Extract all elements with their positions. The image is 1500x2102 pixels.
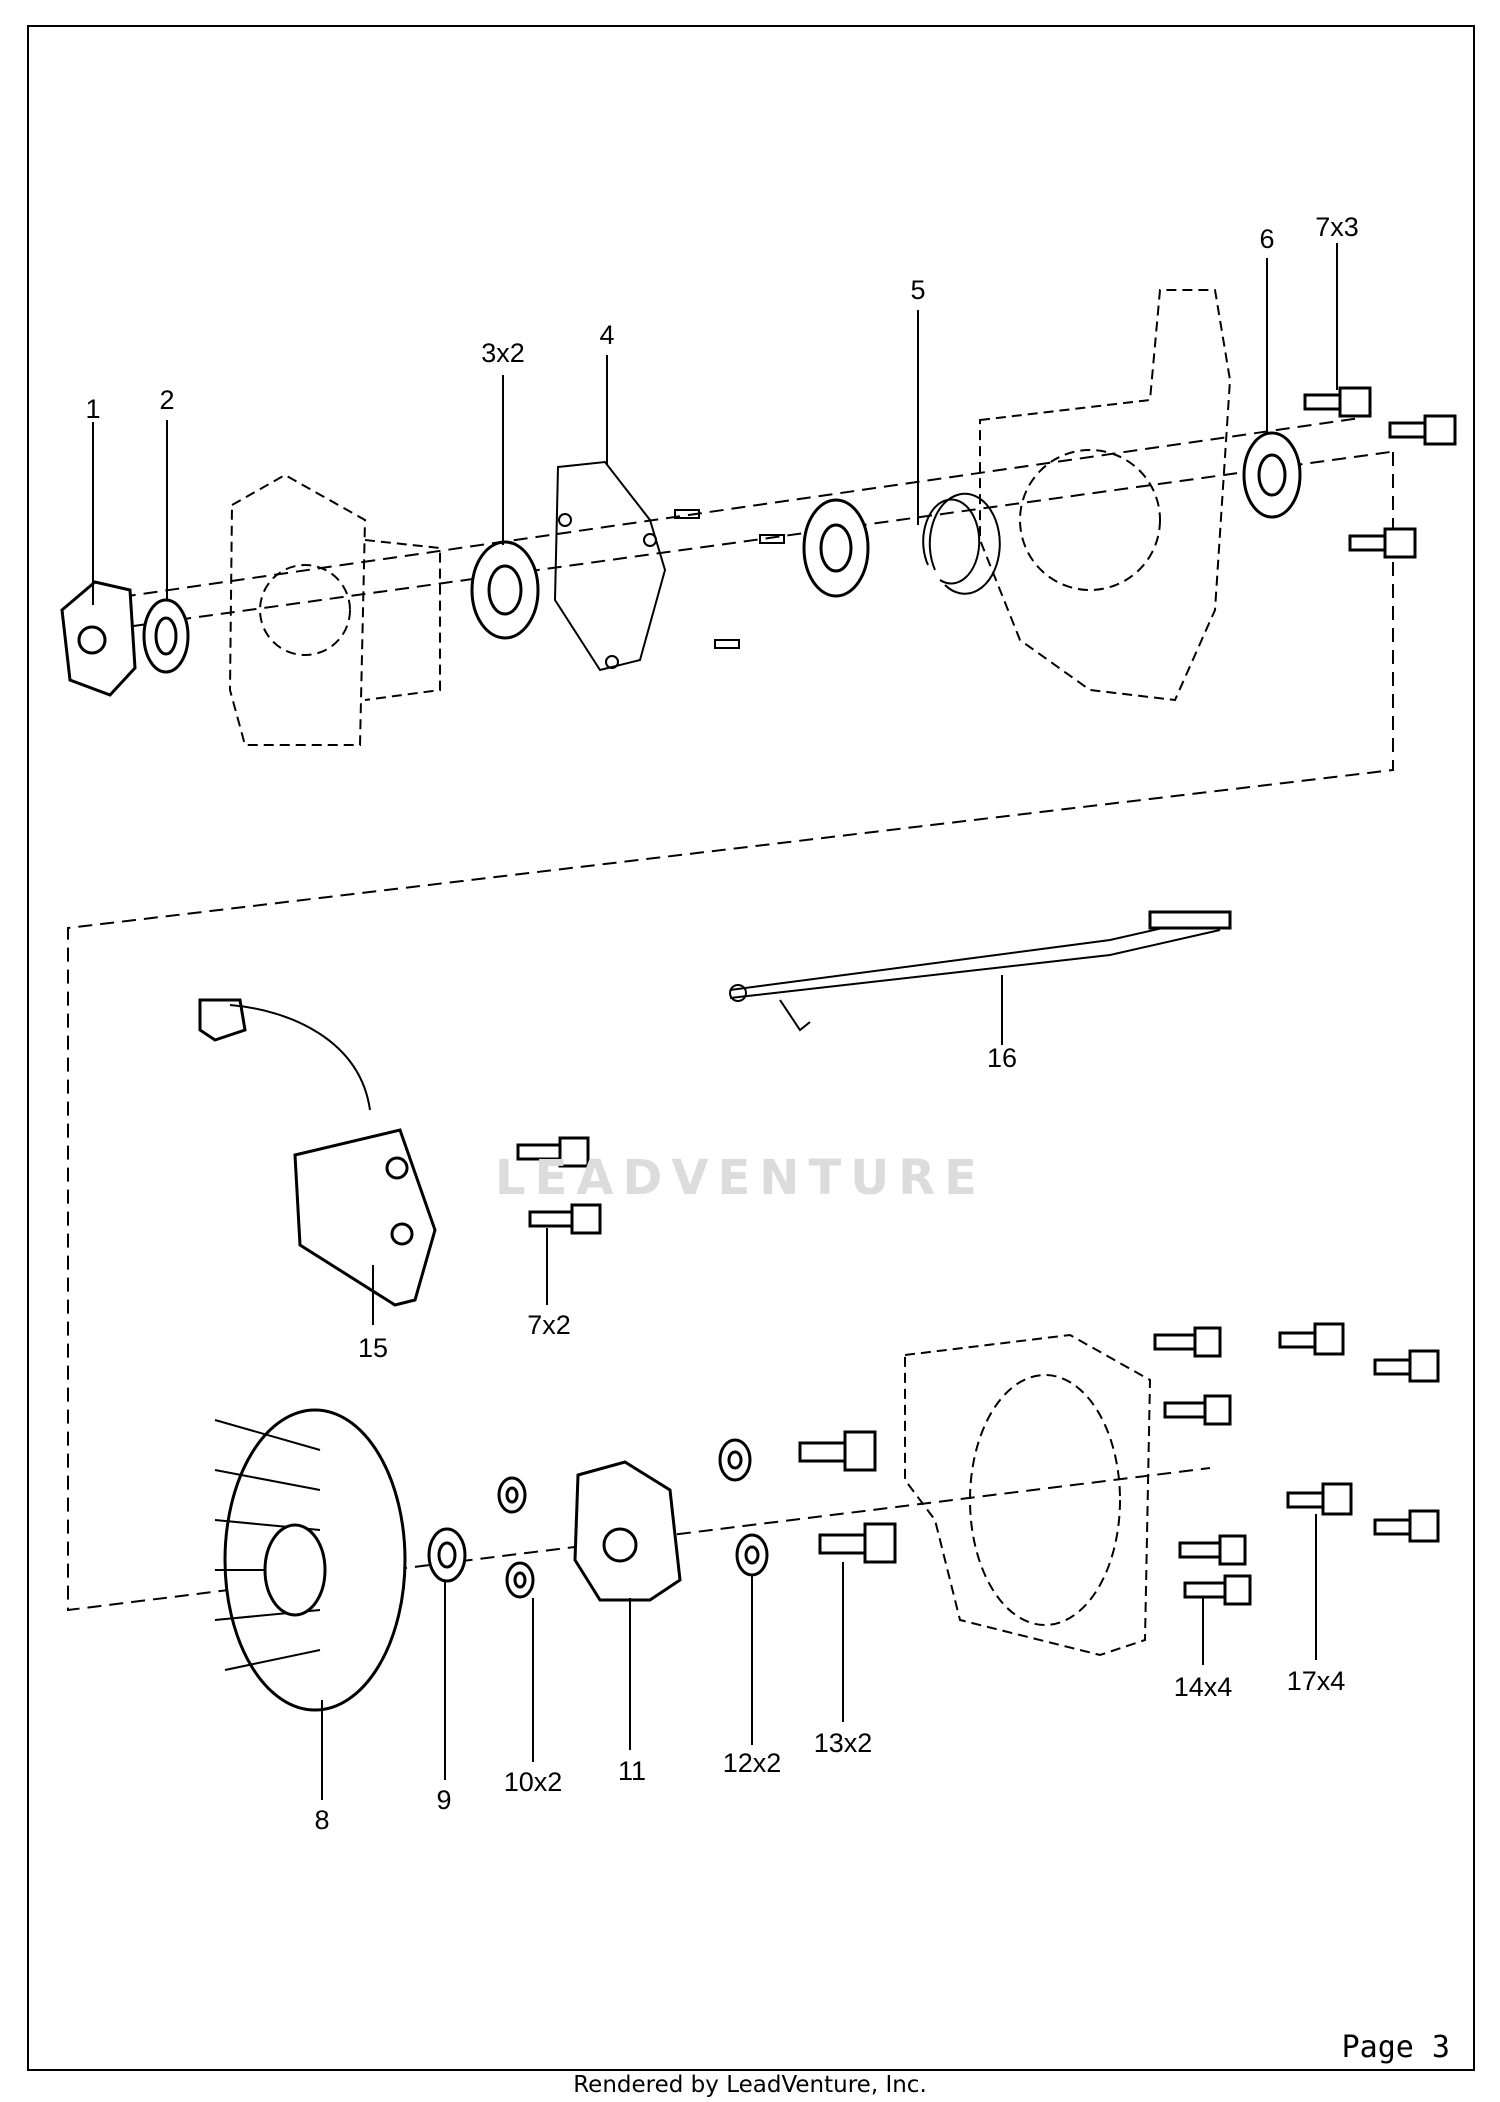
label-part-1: 1 <box>85 394 101 424</box>
part-13-bolts <box>798 1430 897 1564</box>
label-part-8: 8 <box>314 1805 330 1835</box>
axis-line-upper-2 <box>99 417 1361 601</box>
part-6-seal <box>1242 431 1302 519</box>
part-15-ignition-coil <box>198 998 437 1307</box>
label-part-9: 9 <box>436 1785 452 1815</box>
footer-credit: Rendered by LeadVenture, Inc. <box>573 2072 927 2098</box>
part-7-screws-top <box>1303 386 1457 559</box>
part-bearing-mid <box>802 498 870 598</box>
part-12-washers <box>718 1438 769 1577</box>
label-part-11: 11 <box>617 1756 647 1786</box>
label-part-3: 3x2 <box>481 338 525 368</box>
label-part-10: 10x2 <box>503 1767 563 1797</box>
label-part-14: 14x4 <box>1173 1672 1233 1702</box>
page-number: Page 3 <box>1341 2030 1450 2065</box>
watermark: LEADVENTURE <box>495 1150 986 1206</box>
label-part-7-coil: 7x2 <box>527 1310 571 1340</box>
part-17-screws <box>1278 1322 1440 1543</box>
label-part-7-top: 7x3 <box>1315 212 1359 242</box>
part-7-screws-coil <box>516 1136 602 1235</box>
part-4-gasket <box>553 460 667 672</box>
part-11-clutch <box>573 1460 682 1602</box>
part-3-bearing <box>470 540 540 640</box>
part-10-washers <box>497 1476 535 1599</box>
part-5-circlip <box>922 492 1001 595</box>
label-part-16: 16 <box>986 1043 1018 1073</box>
label-part-4: 4 <box>599 320 615 350</box>
label-part-5: 5 <box>910 275 926 305</box>
crankcase-left <box>228 473 441 746</box>
label-part-6: 6 <box>1259 224 1275 254</box>
label-part-2: 2 <box>159 385 175 415</box>
label-part-12: 12x2 <box>722 1748 782 1778</box>
page-border <box>27 25 1475 2071</box>
part-1-cover <box>60 580 137 697</box>
part-2-seal <box>142 598 190 674</box>
part-9-nut <box>427 1527 467 1583</box>
part-16-wire <box>729 910 1232 1032</box>
dowel-pins <box>674 509 785 649</box>
label-part-17: 17x4 <box>1286 1666 1346 1696</box>
crankcase-right <box>979 289 1232 702</box>
label-part-13: 13x2 <box>813 1728 873 1758</box>
part-14-screws <box>1153 1326 1252 1606</box>
crankcase-lower <box>904 1333 1152 1657</box>
leader-lines <box>92 243 1338 1800</box>
label-part-15: 15 <box>357 1333 389 1363</box>
axis-line-upper <box>89 451 1391 633</box>
part-8-flywheel <box>214 1408 407 1712</box>
